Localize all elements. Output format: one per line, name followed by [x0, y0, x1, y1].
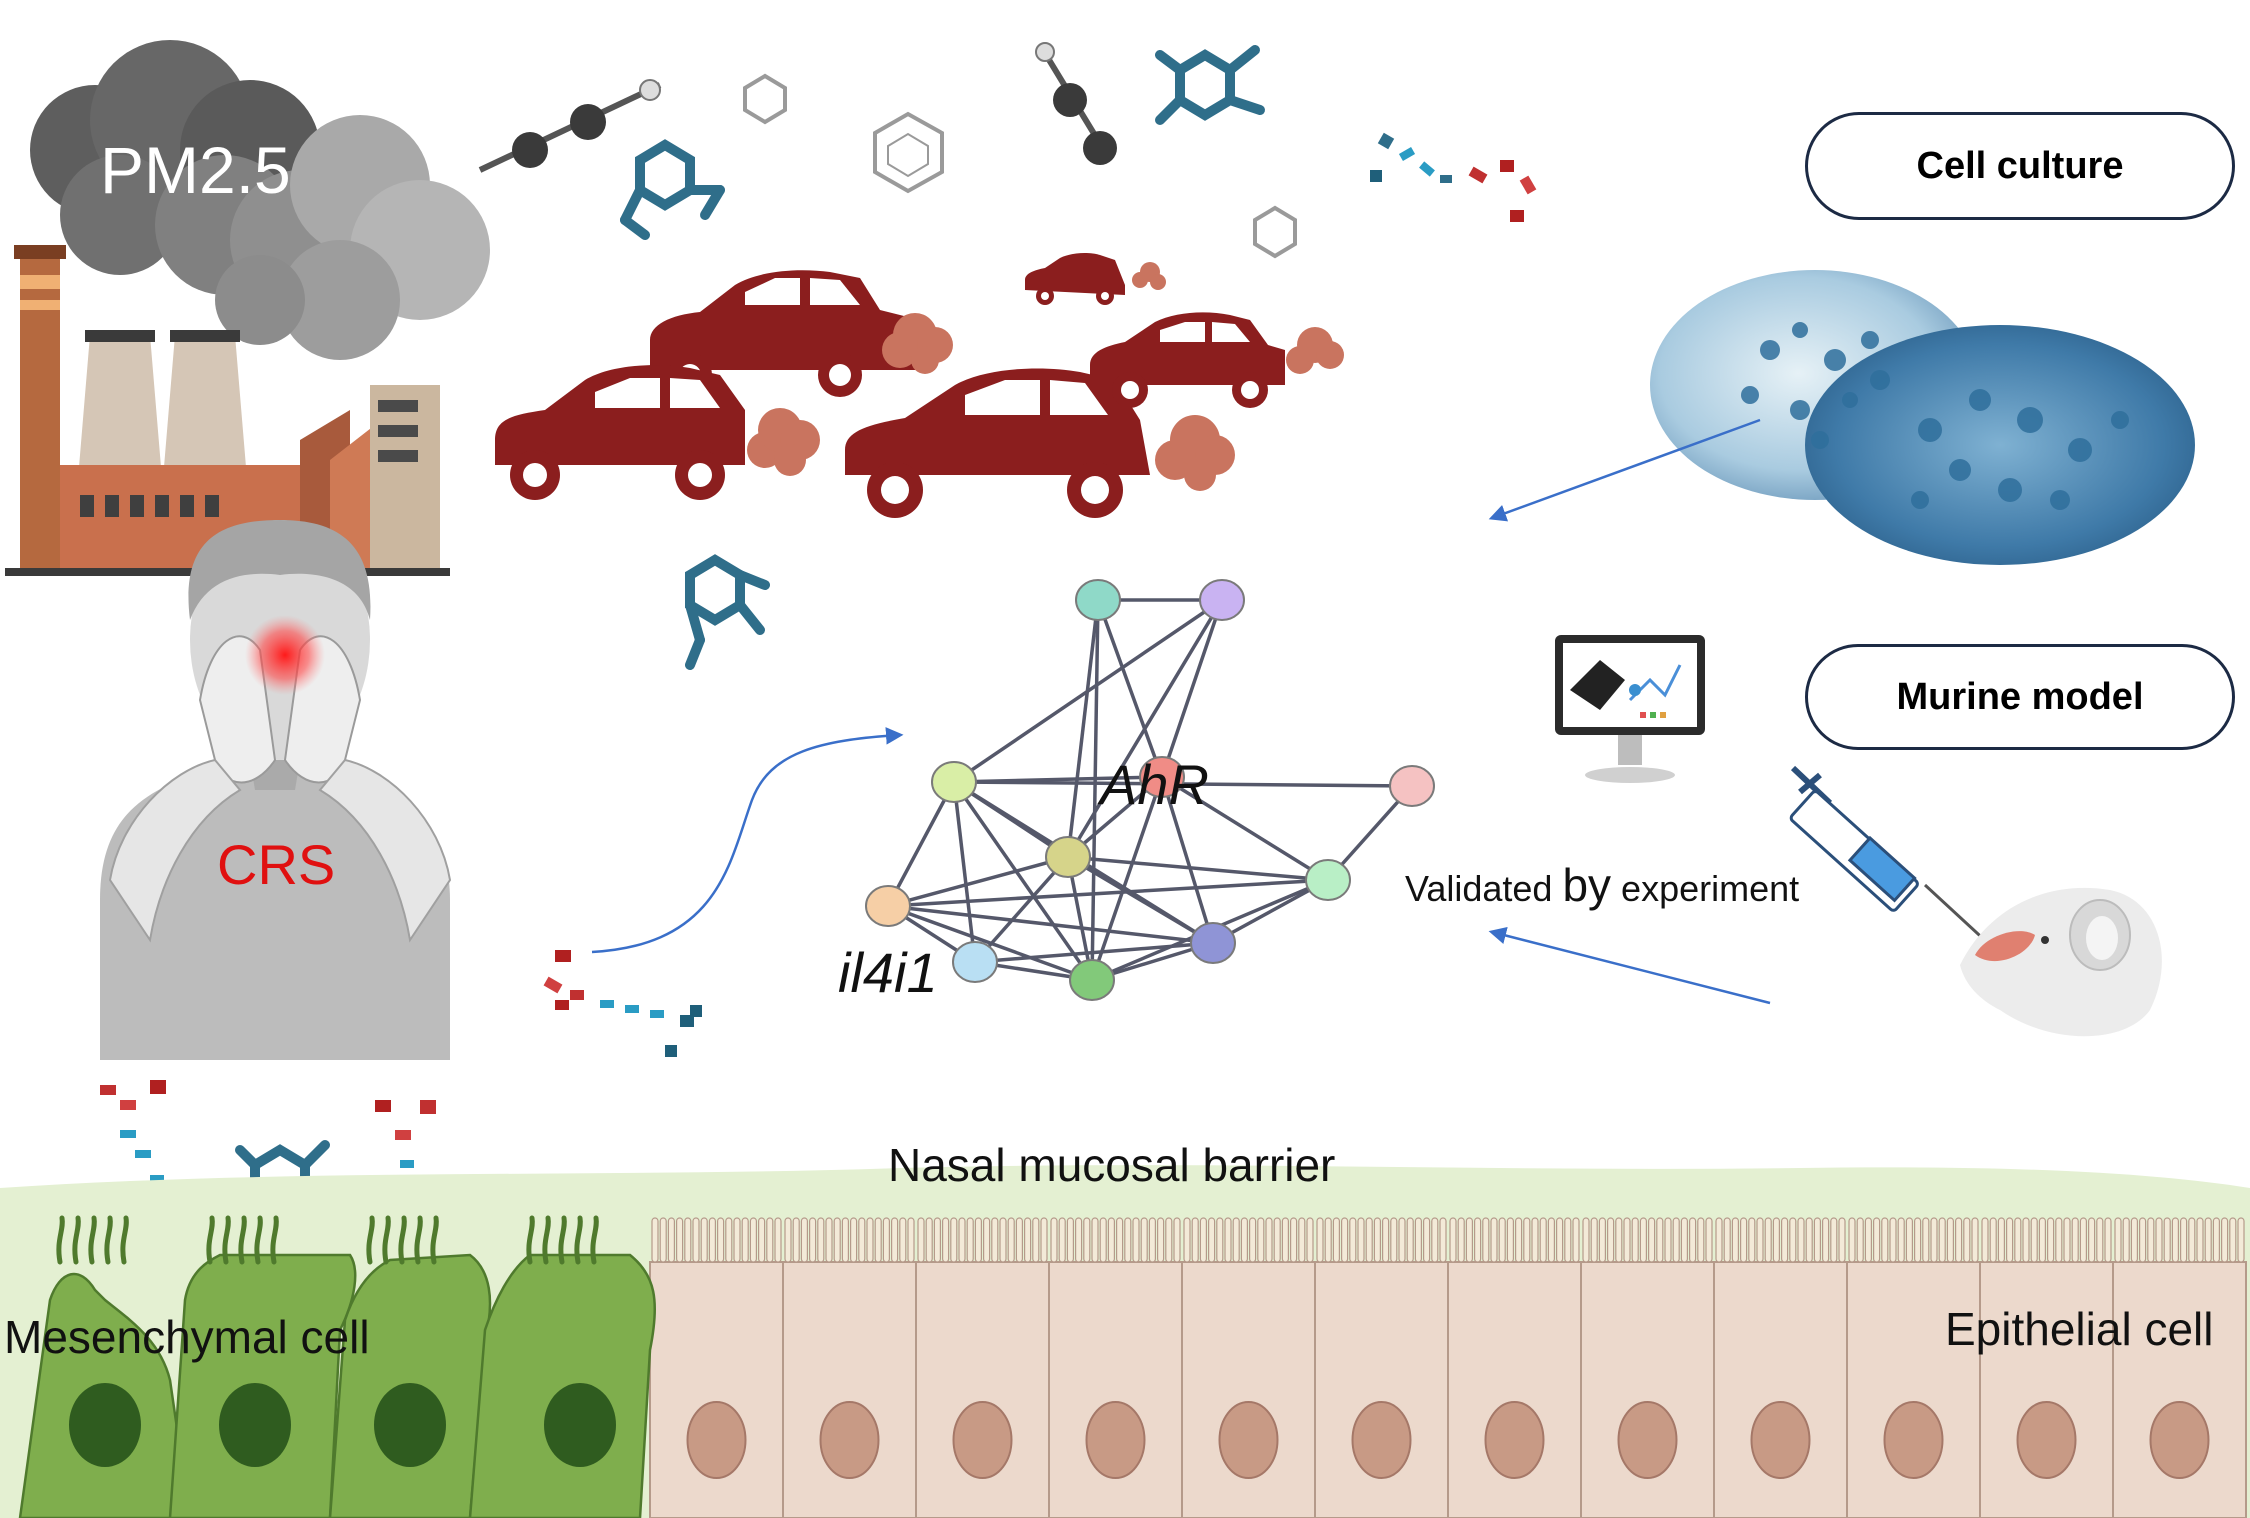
mesenchymal-label: Mesenchymal cell	[4, 1311, 370, 1363]
network-edge	[953, 598, 1223, 784]
epithelial-label: Epithelial cell	[1945, 1303, 2214, 1355]
network-node-ahr	[1139, 756, 1185, 798]
epithelial-cell	[1447, 1217, 1582, 1518]
arrow-icon	[591, 418, 1771, 1005]
cell-culture-pill: Cell culture	[1805, 112, 2235, 220]
epithelial-cell	[2112, 1217, 2247, 1518]
epithelial-cell	[1048, 1217, 1183, 1518]
murine-model-label: Murine model	[1896, 675, 2144, 718]
smoke-cloud-icon	[30, 40, 490, 360]
network-nodes	[865, 579, 1435, 1001]
il4i1-label: il4i1	[838, 941, 938, 1004]
network-edge	[1066, 599, 1100, 858]
epithelial-cell	[1580, 1217, 1715, 1518]
person-icon	[100, 520, 452, 1060]
network-node-n10	[1069, 959, 1115, 1001]
car-icon	[495, 253, 1285, 518]
network-edge	[974, 941, 1214, 964]
network-node-n5	[931, 761, 977, 803]
cell-culture-label: Cell culture	[1916, 144, 2124, 187]
network-edge	[952, 780, 1094, 982]
mesenchymal-cell	[18, 1215, 192, 1518]
network-edge	[1160, 599, 1224, 778]
epithelial-cell	[1713, 1217, 1848, 1518]
network-edge	[1067, 855, 1329, 882]
ahr-label: AhR	[1100, 753, 1209, 816]
petri-dish-icon	[1650, 270, 2195, 565]
murine-model-pill: Murine model	[1805, 644, 2235, 750]
network-edge	[886, 781, 956, 907]
mesenchymal-cell	[168, 1215, 357, 1518]
network-node-n2	[1199, 579, 1245, 621]
computer-icon	[1555, 635, 1705, 783]
syringe-icon	[1789, 765, 1992, 947]
pm25-label: PM2.5	[100, 133, 291, 207]
epithelial-cell	[1979, 1217, 2114, 1518]
network-edge	[1090, 776, 1164, 981]
network-edge	[952, 781, 977, 963]
mesenchymal-cells	[18, 1215, 656, 1518]
epithelial-cells	[649, 1217, 2247, 1518]
exhaust-icon	[747, 262, 1344, 491]
mesenchymal-cell	[468, 1215, 656, 1518]
crs-label: CRS	[217, 833, 336, 896]
factory-icon	[5, 245, 450, 576]
network-node-n6	[1045, 836, 1091, 878]
network-edge	[1066, 599, 1224, 858]
nasal-barrier-label: Nasal mucosal barrier	[888, 1139, 1336, 1191]
network-edge	[953, 775, 1163, 784]
epithelial-cell	[782, 1217, 917, 1518]
validated-label: Validated by experiment	[1405, 858, 1799, 912]
network-edge	[1090, 599, 1100, 981]
network-edge	[1096, 599, 1164, 778]
network-node-n7	[1305, 859, 1351, 901]
network-node-n11	[1190, 922, 1236, 964]
benzene-ring-icon	[743, 73, 1297, 259]
teal-molecule-icon	[235, 45, 1265, 1225]
validated-suffix: experiment	[1611, 868, 1800, 909]
validated-by: by	[1562, 859, 1612, 911]
mouse-icon	[1960, 887, 2162, 1037]
network-edge	[887, 878, 1329, 908]
network-node-il4i1	[865, 885, 911, 927]
network-edge	[887, 904, 1093, 982]
network-node-n9	[952, 941, 998, 983]
network-edges	[886, 598, 1414, 982]
epithelial-cell	[1314, 1217, 1449, 1518]
validated-prefix: Validated	[1405, 868, 1563, 909]
mesenchymal-cell	[328, 1215, 492, 1518]
network-edge	[1160, 776, 1215, 944]
network-edge	[887, 855, 1069, 908]
network-edge	[1161, 775, 1329, 882]
epithelial-cell	[649, 1217, 784, 1518]
network-edge	[887, 904, 1214, 945]
epithelial-cell	[1181, 1217, 1316, 1518]
network-node-n1	[1075, 579, 1121, 621]
network-edge	[1067, 855, 1214, 945]
epithelial-cell	[915, 1217, 1050, 1518]
acetylene-molecule-icon	[478, 42, 1117, 173]
epithelial-cell	[1846, 1217, 1981, 1518]
network-node-n4	[1389, 765, 1435, 807]
